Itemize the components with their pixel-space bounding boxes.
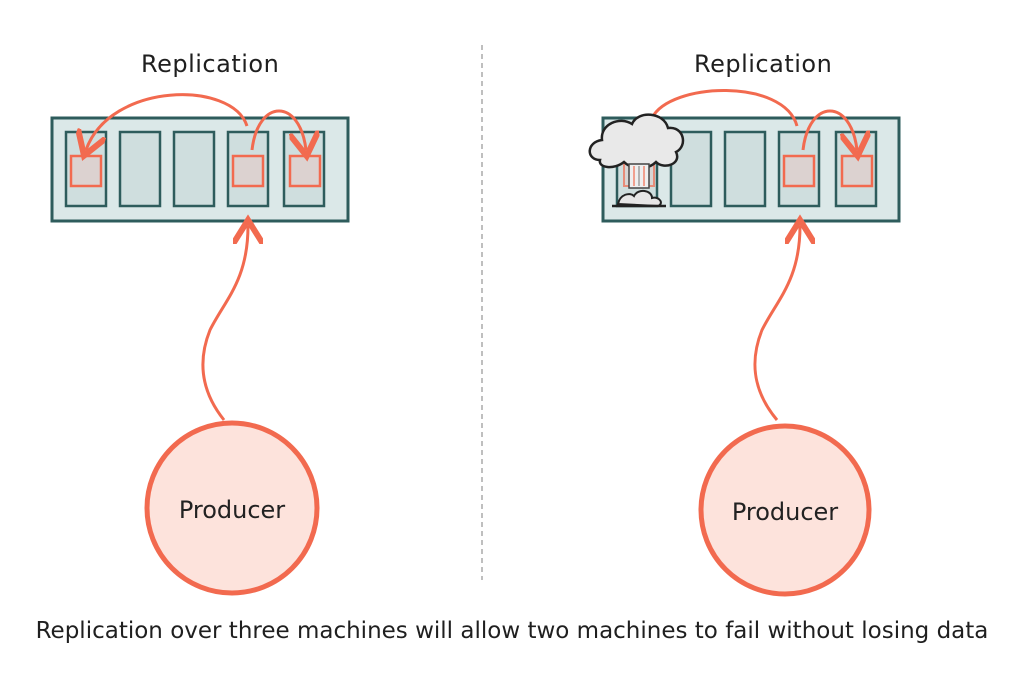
panel-title: Replication xyxy=(694,50,833,78)
machine-slot xyxy=(118,130,162,208)
producer-node xyxy=(698,423,872,597)
producer-label: Producer xyxy=(178,496,286,524)
replica-block xyxy=(69,154,103,188)
panel-title: Replication xyxy=(141,50,280,78)
replica-block xyxy=(288,154,322,188)
mushroom-cloud-icon xyxy=(588,113,685,208)
replication-arrow xyxy=(801,109,857,150)
replication-arrow xyxy=(250,109,306,150)
producer-label: Producer xyxy=(731,498,839,526)
replica-block xyxy=(840,154,874,188)
right-panel xyxy=(588,89,901,597)
produce-arrow xyxy=(201,226,248,421)
produce-arrow xyxy=(753,226,800,421)
leader-block xyxy=(231,154,265,188)
leader-block xyxy=(782,154,816,188)
machine-slot xyxy=(723,130,767,208)
left-panel xyxy=(50,93,350,596)
producer-node xyxy=(144,420,320,596)
machine-slot xyxy=(172,130,216,208)
replication-arrow xyxy=(86,93,249,150)
diagram-caption: Replication over three machines will all… xyxy=(35,618,989,644)
replication-arrow xyxy=(650,89,799,127)
